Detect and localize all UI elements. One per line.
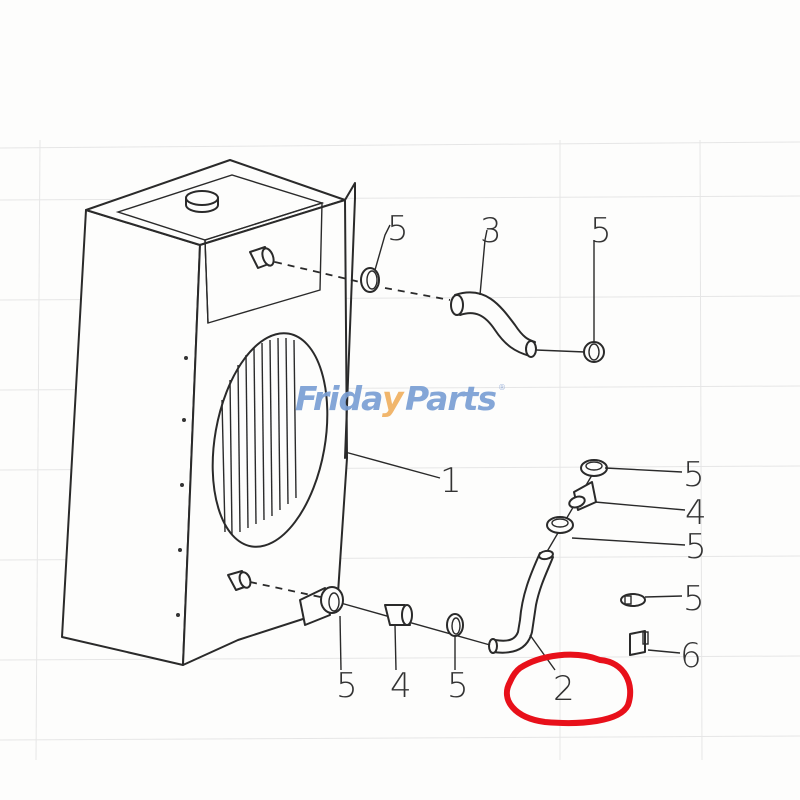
callout-6: 6 (680, 636, 702, 676)
lower-hose-part-2 (488, 549, 554, 654)
sleeve-lower (384, 604, 413, 626)
lower-outlet-stub (227, 570, 252, 591)
hose-clamp-right-mid (546, 516, 574, 534)
watermark-text-left: Frida (295, 379, 382, 418)
callout-4-bottom: 4 (390, 666, 412, 706)
callout-2: 2 (553, 669, 575, 709)
callout-5-top-left: 5 (387, 209, 409, 249)
upper-inlet-stub (249, 246, 275, 269)
watermark-logo: Frida y Parts ® (295, 379, 506, 418)
right-connector-assembly (544, 459, 608, 556)
red-highlight-circle (503, 651, 634, 727)
callout-5-loose: 5 (683, 579, 705, 619)
callout-5-right-mid: 5 (685, 527, 707, 567)
callout-1: 1 (440, 461, 462, 501)
radiator (61, 159, 356, 666)
hose-clamp-lower-left (320, 586, 344, 614)
leader-lines (339, 224, 686, 671)
callout-5-bottom-right: 5 (447, 666, 469, 706)
loose-hose-clamp (620, 593, 646, 607)
radiator-fins (221, 337, 297, 536)
callout-5-bottom-left: 5 (336, 666, 358, 706)
callout-4-right: 4 (685, 493, 707, 533)
callout-5-top-right: 5 (590, 211, 612, 251)
upper-hose-assembly (274, 261, 605, 363)
callout-5-right-top: 5 (683, 455, 705, 495)
sleeve-right (568, 481, 597, 511)
callout-labels: 5 3 5 1 5 4 5 5 6 2 5 4 5 (336, 209, 707, 709)
watermark-text-right: Parts (405, 379, 496, 418)
clip-part-6 (629, 630, 649, 656)
hose-clamp-upper-left (360, 267, 380, 293)
watermark-text-accent: y (382, 379, 405, 418)
hose-clamp-lower-right (446, 613, 464, 637)
watermark-registered-mark: ® (498, 383, 506, 392)
lower-hose-assembly (249, 581, 491, 646)
callout-3: 3 (480, 211, 502, 251)
upper-hose-part-3 (450, 291, 537, 358)
hose-clamp-upper-right (583, 341, 605, 363)
hose-clamp-right-top (580, 459, 608, 477)
